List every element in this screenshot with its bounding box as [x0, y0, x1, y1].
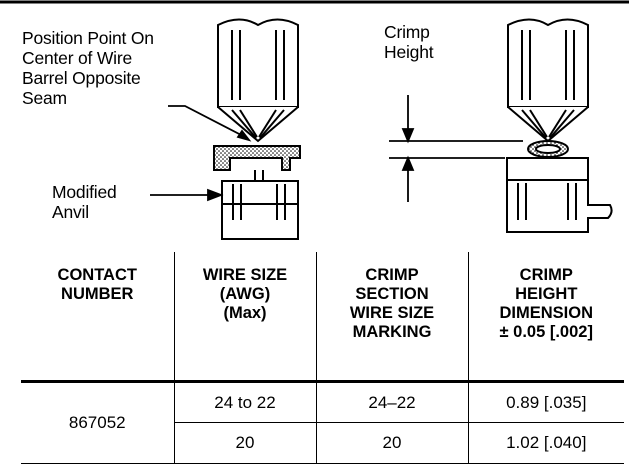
- position-label-line-2: Center of Wire: [22, 48, 133, 68]
- left-anvil: [221, 180, 299, 240]
- right-crimp-indenter: [507, 18, 589, 143]
- contact-number-cell: 867052: [21, 380, 175, 465]
- position-label-line-1: Position Point On: [22, 28, 154, 48]
- anvil-label-line-2: Anvil: [52, 202, 89, 222]
- crimp-height-cell: 1.02 [.040]: [467, 422, 624, 464]
- crimp-figure: Position Point On Center of Wire Barrel …: [0, 0, 629, 240]
- left-crimp-indenter: [217, 18, 299, 143]
- position-point-label: Position Point On Center of Wire Barrel …: [22, 28, 154, 108]
- right-anvil: [506, 157, 613, 233]
- header-wire-size: WIRE SIZE (AWG) (Max): [173, 252, 317, 382]
- header-text: MARKING: [352, 323, 432, 341]
- header-text: ± 0.05 [.002]: [499, 323, 593, 341]
- wire-size-cell: 24 to 22: [173, 380, 317, 424]
- header-text: CRIMP: [519, 266, 573, 284]
- header-text: CRIMP: [365, 266, 419, 284]
- header-text: HEIGHT: [515, 285, 578, 303]
- header-text: NUMBER: [61, 285, 134, 303]
- crimp-label-line-1: Crimp: [384, 22, 430, 42]
- header-text: DIMENSION: [499, 304, 593, 322]
- position-label-line-4: Seam: [22, 88, 67, 108]
- header-text: (Max): [223, 304, 267, 322]
- header-crimp-height-dimension: CRIMP HEIGHT DIMENSION ± 0.05 [.002]: [467, 252, 624, 382]
- table-row: 20 20 1.02 [.040]: [21, 422, 624, 464]
- table-row: 867052 24 to 22 24–22 0.89 [.035]: [21, 380, 624, 465]
- header-text: SECTION: [355, 285, 429, 303]
- marking-cell: 24–22: [315, 380, 469, 424]
- table-header-row: CONTACT NUMBER WIRE SIZE (AWG) (Max) CRI…: [21, 252, 624, 382]
- header-text: (AWG): [219, 285, 271, 303]
- header-text: WIRE SIZE: [202, 266, 288, 284]
- wire-size-cell: 20: [173, 422, 317, 464]
- left-wire-barrel: [213, 145, 301, 181]
- header-crimp-section-marking: CRIMP SECTION WIRE SIZE MARKING: [315, 252, 469, 382]
- crimp-height-label: Crimp Height: [384, 22, 434, 62]
- modified-anvil-label: Modified Anvil: [52, 182, 117, 222]
- crimp-height-dimension: [389, 95, 523, 202]
- left-leaders: [150, 105, 252, 202]
- anvil-label-line-1: Modified: [52, 182, 117, 202]
- crimp-spec-table: CONTACT NUMBER WIRE SIZE (AWG) (Max) CRI…: [21, 252, 624, 465]
- header-text: WIRE SIZE: [349, 304, 435, 322]
- marking-cell: 20: [315, 422, 469, 464]
- crimp-label-line-2: Height: [384, 42, 434, 62]
- crimp-illustration: [0, 0, 629, 240]
- position-label-line-3: Barrel Opposite: [22, 68, 141, 88]
- right-crimped-barrel: [527, 140, 569, 158]
- crimp-height-cell: 0.89 [.035]: [467, 380, 624, 424]
- header-text: CONTACT: [57, 266, 137, 284]
- header-contact-number: CONTACT NUMBER: [21, 252, 175, 382]
